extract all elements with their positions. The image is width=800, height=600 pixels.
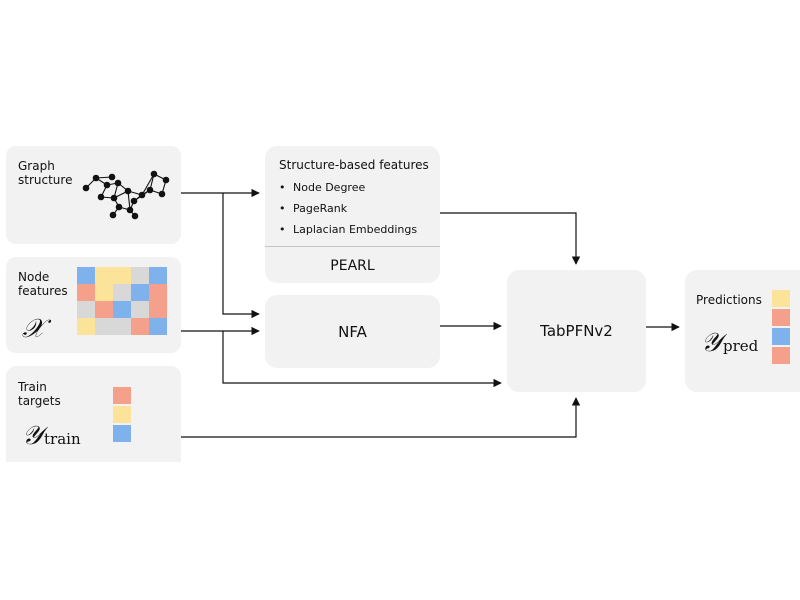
arrow-graph-to-nfa bbox=[222, 193, 260, 319]
node-features-box: Node features 𝒳 bbox=[6, 257, 181, 353]
feature-cell bbox=[77, 301, 95, 318]
pearl-label: PEARL bbox=[330, 258, 375, 274]
feature-cell bbox=[149, 301, 167, 318]
structure-feature-item: PageRank bbox=[279, 202, 417, 216]
target-cell bbox=[113, 406, 131, 423]
prediction-cell bbox=[772, 347, 790, 364]
predictions-subscript: pred bbox=[723, 337, 759, 355]
train-targets-box: Train targets 𝒴 train bbox=[6, 366, 181, 462]
train-targets-subscript: train bbox=[44, 430, 81, 448]
feature-cell bbox=[113, 267, 131, 284]
feature-cell bbox=[113, 284, 131, 301]
node-features-label: Node features bbox=[18, 270, 68, 298]
train-targets-label: Train targets bbox=[18, 380, 61, 408]
feature-cell bbox=[95, 284, 113, 301]
tabpfn-label: TabPFNv2 bbox=[540, 322, 613, 340]
feature-cell bbox=[95, 267, 113, 284]
prediction-cell bbox=[772, 309, 790, 326]
feature-cell bbox=[113, 318, 131, 335]
feature-cell bbox=[77, 267, 95, 284]
train-targets-symbol: 𝒴 bbox=[22, 421, 43, 451]
feature-cell bbox=[131, 284, 149, 301]
prediction-cell bbox=[772, 328, 790, 345]
feature-cell bbox=[95, 318, 113, 335]
arrow-structure-to-tabpfn bbox=[440, 212, 581, 265]
nfa-label: NFA bbox=[338, 323, 367, 341]
feature-cell bbox=[131, 301, 149, 318]
feature-cell bbox=[77, 284, 95, 301]
feature-cell bbox=[95, 301, 113, 318]
target-cell bbox=[113, 425, 131, 442]
nfa-box: NFA bbox=[265, 295, 440, 368]
structure-feature-item: Node Degree bbox=[279, 181, 417, 195]
feature-cell bbox=[149, 284, 167, 301]
graph-structure-box: Graph structure bbox=[6, 146, 181, 244]
prediction-cell bbox=[772, 290, 790, 307]
feature-cell bbox=[77, 318, 95, 335]
feature-cell bbox=[131, 318, 149, 335]
feature-cell bbox=[113, 301, 131, 318]
node-features-symbol: 𝒳 bbox=[22, 314, 45, 344]
predictions-label: Predictions bbox=[696, 293, 762, 307]
arrow-targets-to-tabpfn bbox=[181, 397, 581, 438]
structure-features-divider bbox=[265, 246, 440, 247]
graph-network-icon bbox=[82, 170, 170, 220]
predictions-box: Predictions 𝒴 pred bbox=[685, 270, 800, 392]
feature-cell bbox=[131, 267, 149, 284]
target-cell bbox=[113, 387, 131, 404]
structure-feature-item: Laplacian Embeddings bbox=[279, 223, 417, 237]
feature-cell bbox=[149, 267, 167, 284]
structure-features-box: Structure-based features Node Degree Pag… bbox=[265, 146, 440, 283]
tabpfn-box: TabPFNv2 bbox=[507, 270, 646, 392]
structure-features-title: Structure-based features bbox=[279, 158, 429, 172]
graph-structure-label: Graph structure bbox=[18, 159, 73, 187]
structure-features-list: Node Degree PageRank Laplacian Embedding… bbox=[279, 181, 417, 244]
feature-cell bbox=[149, 318, 167, 335]
predictions-symbol: 𝒴 bbox=[701, 328, 722, 358]
